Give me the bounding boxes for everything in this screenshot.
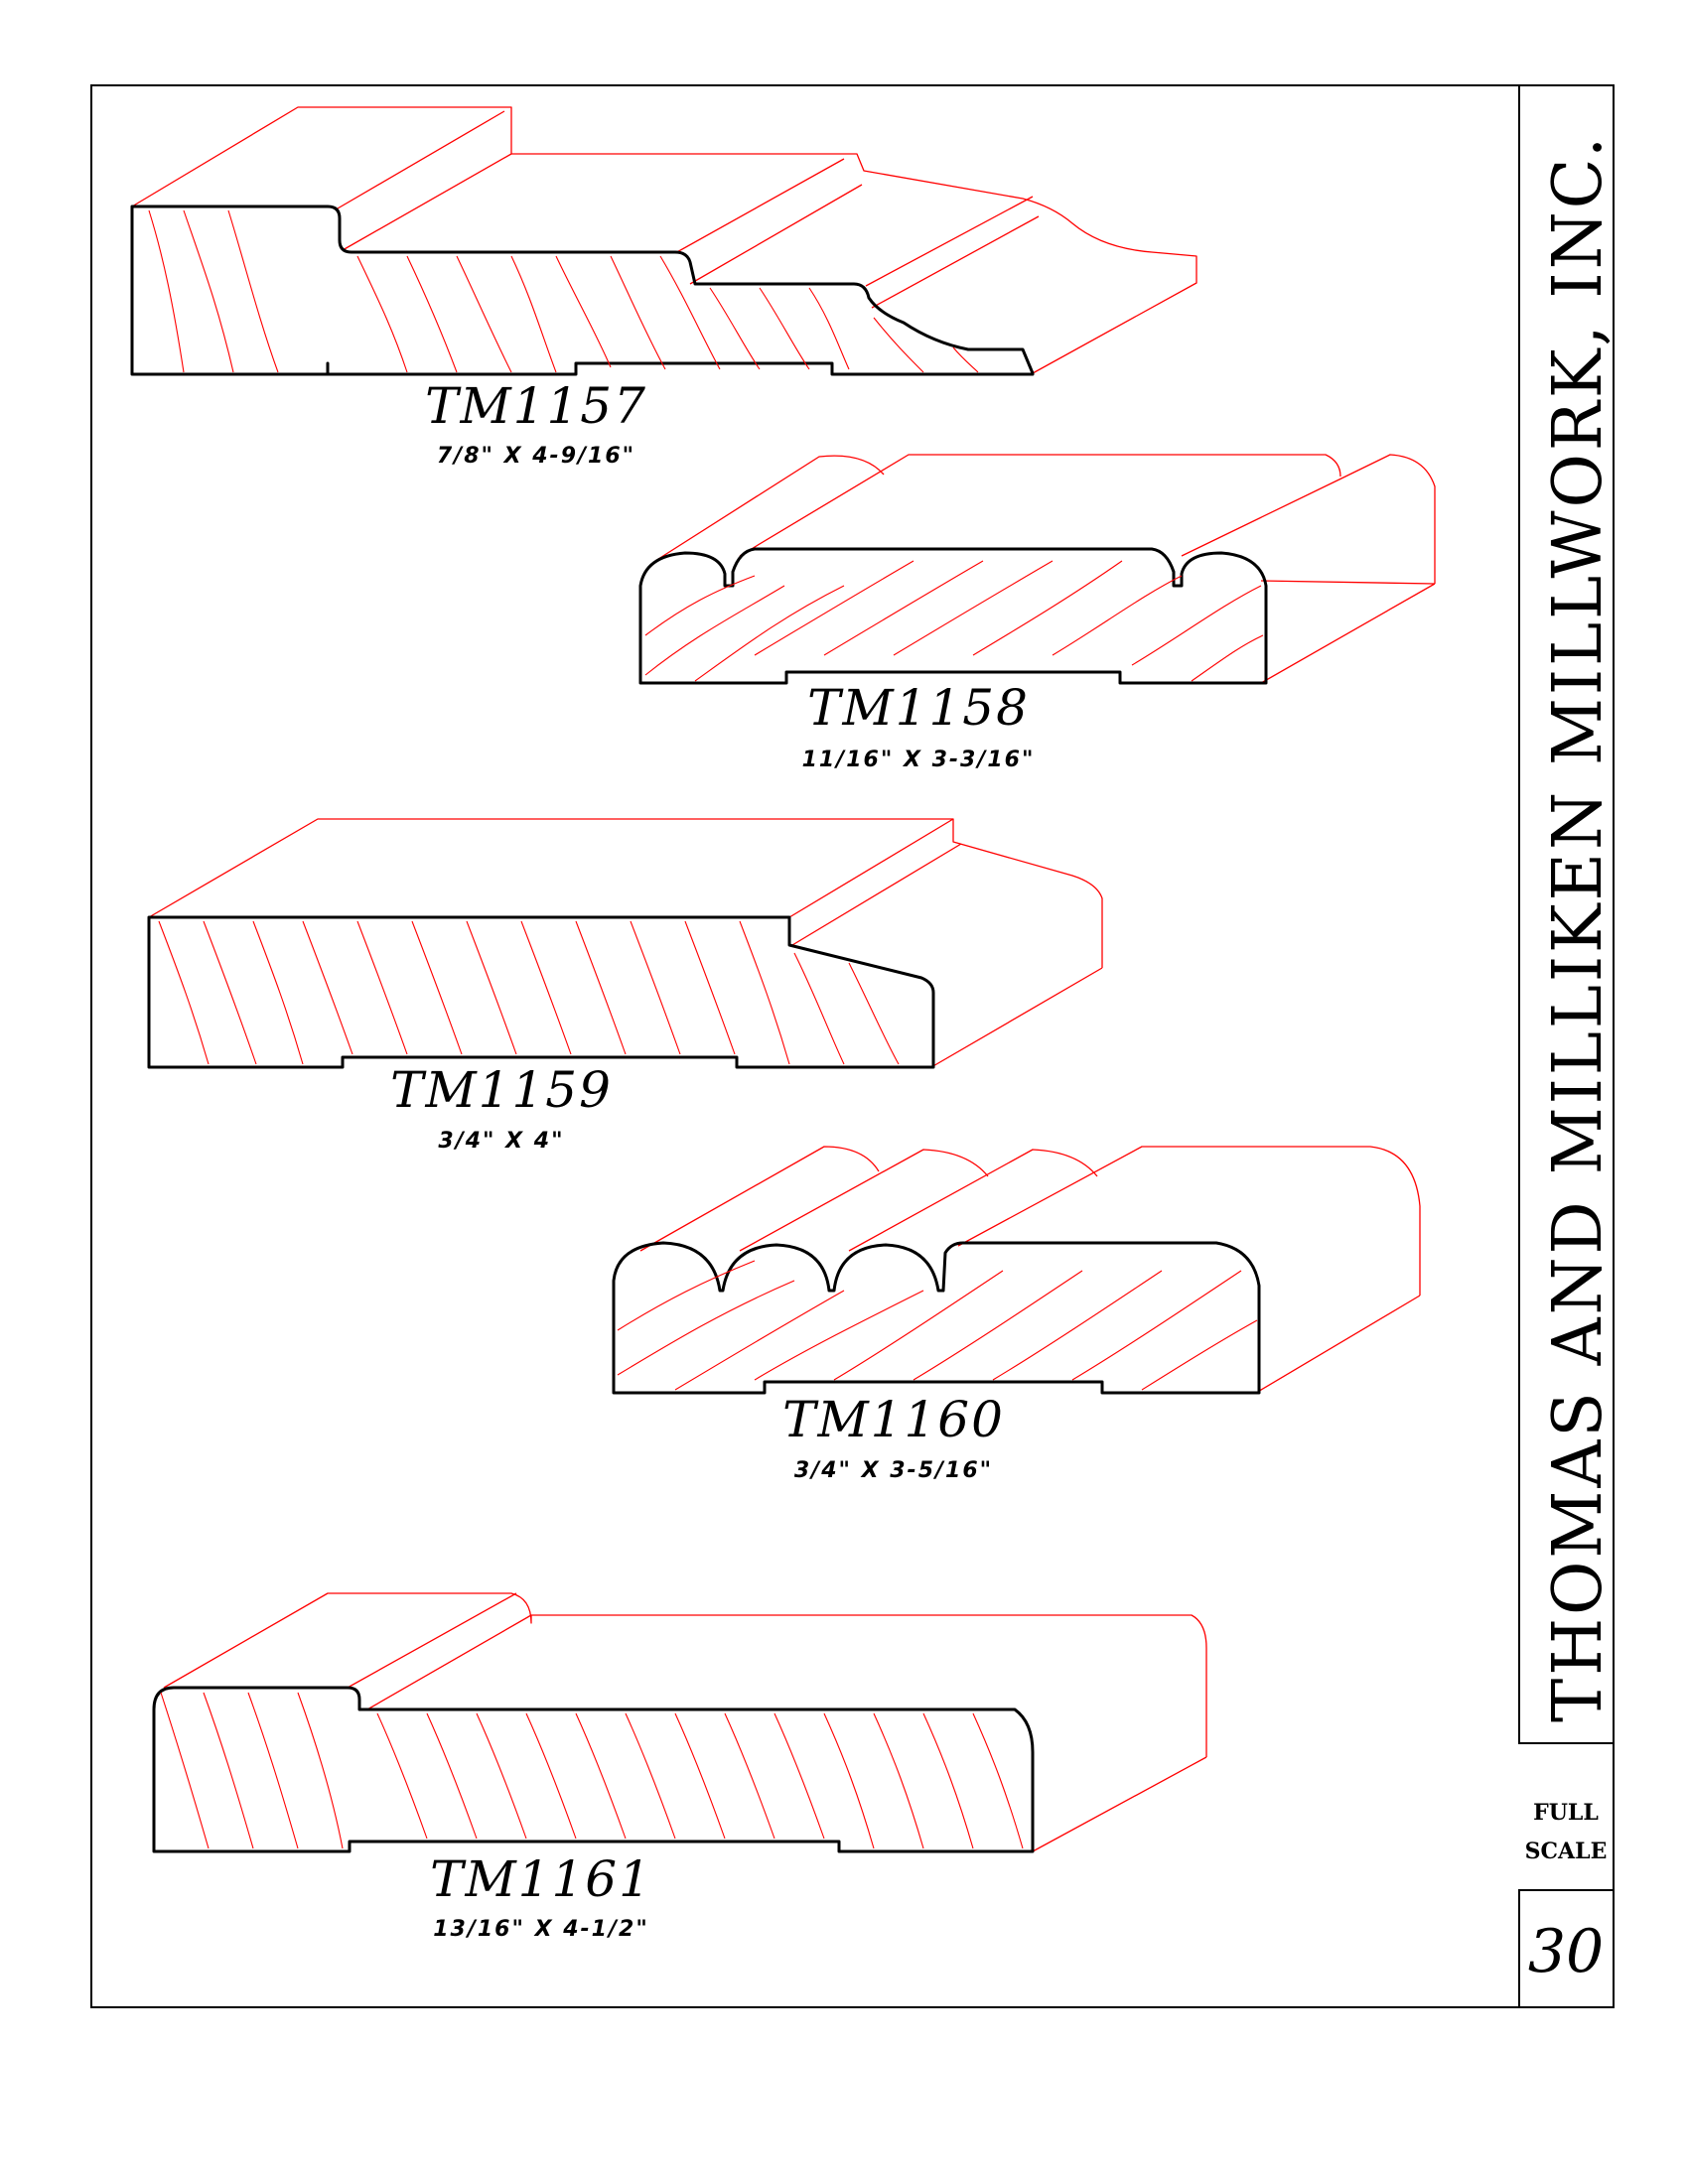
profile-tm1158-dims: 11/16" X 3-3/16"	[802, 748, 1036, 772]
profile-tm1158-perspective	[654, 454, 1436, 684]
profile-tm1160-grain	[617, 1260, 1258, 1391]
scale-label-scale: SCALE	[1525, 1839, 1608, 1864]
profile-tm1158	[638, 454, 1436, 685]
profile-tm1160-outline	[612, 1241, 1261, 1395]
profile-tm1158-grain	[644, 560, 1264, 682]
company-name: THOMAS AND MILLIKEN MILLWORK, INC.	[1539, 134, 1618, 1722]
profile-tm1157-code: TM1157	[425, 377, 647, 435]
profile-tm1157-grain	[148, 209, 979, 373]
profile-tm1157-perspective	[131, 106, 1197, 374]
profile-tm1159-dims: 3/4" X 4"	[438, 1129, 564, 1154]
profile-tm1160-dims: 3/4" X 3-5/16"	[794, 1458, 993, 1483]
profile-tm1157	[130, 106, 1197, 376]
profile-tm1160	[612, 1146, 1421, 1395]
page-number-box	[1518, 1889, 1615, 2008]
scale-label-full: FULL	[1533, 1800, 1599, 1826]
profile-tm1161-outline	[152, 1686, 1035, 1853]
profile-tm1159-grain	[158, 920, 900, 1065]
profile-tm1159	[147, 818, 1103, 1069]
profile-tm1161	[152, 1592, 1207, 1853]
profile-tm1158-code: TM1158	[807, 679, 1030, 737]
profile-tm1159-perspective	[148, 818, 1103, 1068]
profile-tm1157-dims: 7/8" X 4-9/16"	[437, 444, 635, 469]
profile-tm1161-code: TM1161	[430, 1850, 652, 1908]
profile-tm1160-code: TM1160	[782, 1391, 1005, 1448]
title-block	[1518, 84, 1615, 1744]
page-number: 30	[1528, 1917, 1604, 1986]
profile-tm1159-outline	[147, 915, 935, 1069]
profile-tm1158-outline	[638, 547, 1268, 685]
profile-tm1161-grain	[160, 1692, 1024, 1849]
profile-tm1161-perspective	[163, 1592, 1207, 1852]
profile-tm1157-outline	[130, 205, 1035, 376]
profile-tm1159-code: TM1159	[390, 1061, 613, 1119]
profile-tm1160-perspective	[639, 1146, 1421, 1394]
profile-tm1161-dims: 13/16" X 4-1/2"	[433, 1917, 649, 1942]
